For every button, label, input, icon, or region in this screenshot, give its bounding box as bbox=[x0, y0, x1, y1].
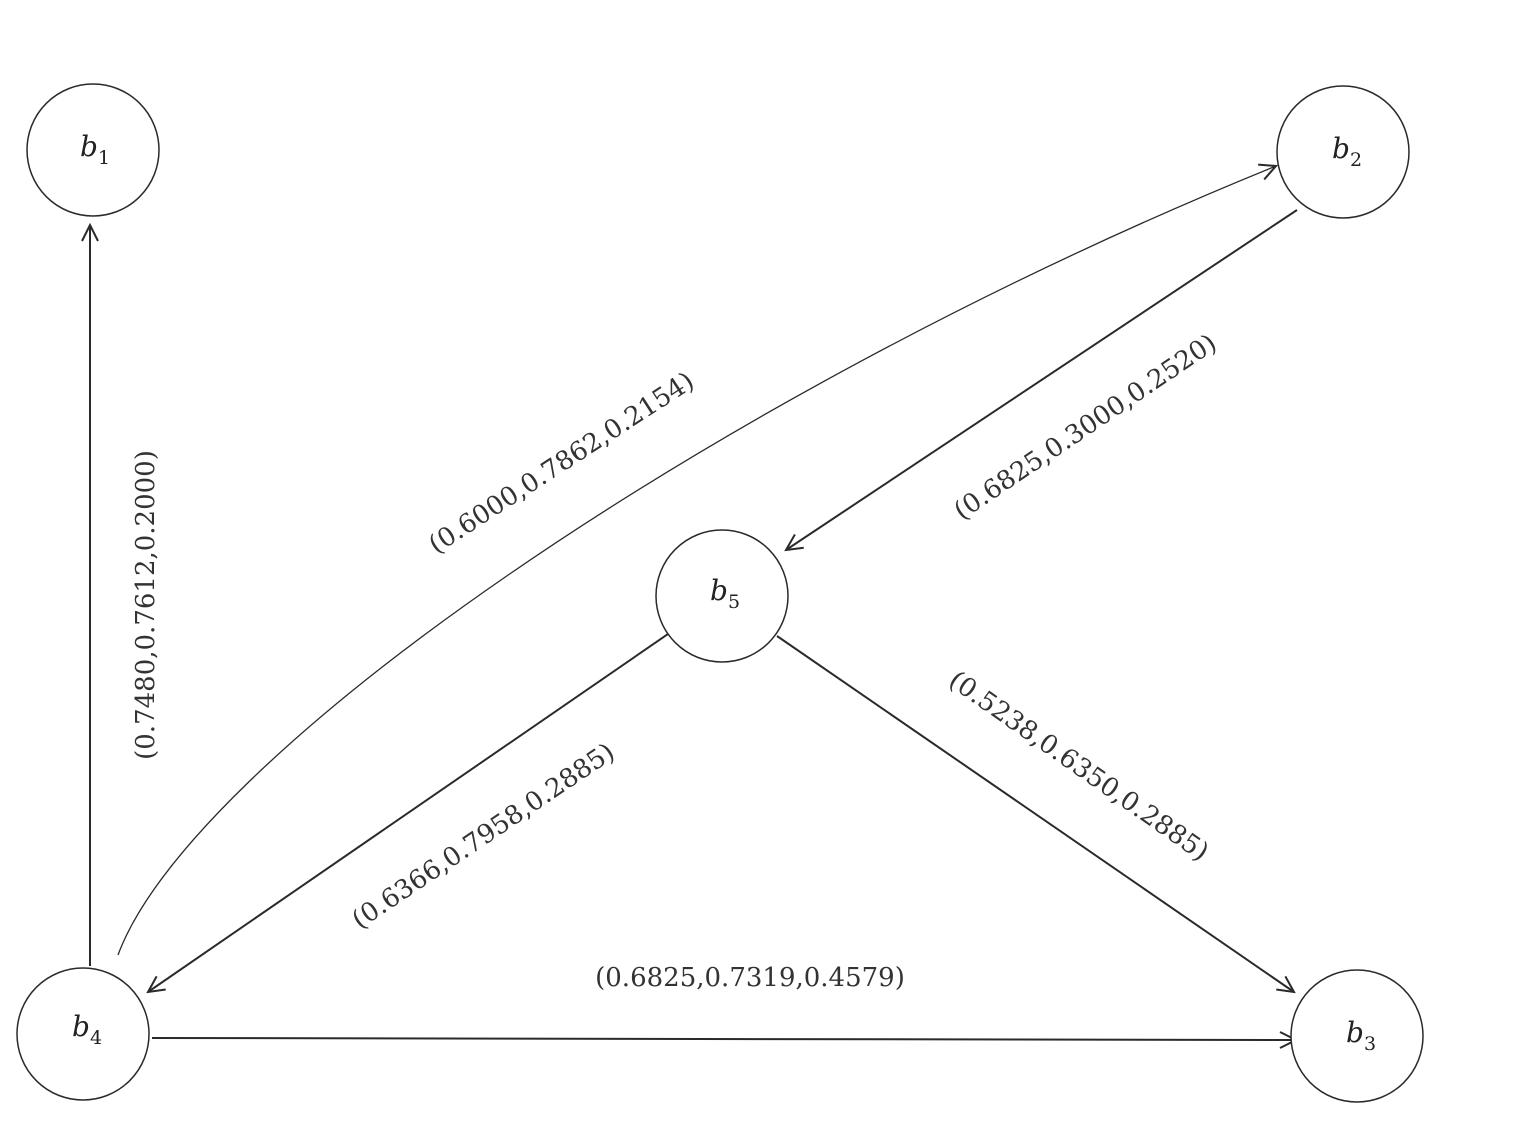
node-label: b bbox=[80, 130, 98, 163]
svg-text:b2: b2 bbox=[1332, 132, 1362, 171]
edge-b5-b3 bbox=[776, 635, 1294, 992]
edge-b2-b5 bbox=[786, 209, 1298, 550]
node-b5: b5 bbox=[655, 529, 789, 663]
svg-text:b5: b5 bbox=[710, 574, 740, 613]
node-b3: b3 bbox=[1290, 969, 1424, 1103]
node-label: b bbox=[1346, 1016, 1364, 1049]
edge-b4-b3 bbox=[151, 1038, 1296, 1040]
node-label: b bbox=[1332, 132, 1350, 165]
node-subscript: 2 bbox=[1350, 149, 1362, 171]
edge-b4-b2 bbox=[117, 166, 1276, 956]
node-b1: b1 bbox=[26, 83, 160, 217]
node-subscript: 5 bbox=[728, 591, 740, 613]
edge-label-b4-b3: (0.6825,0.7319,0.4579) bbox=[595, 963, 905, 993]
node-b4: b4 bbox=[16, 967, 150, 1101]
node-label: b bbox=[72, 1010, 90, 1043]
svg-text:b1: b1 bbox=[80, 130, 110, 169]
node-b2: b2 bbox=[1276, 85, 1410, 219]
edge-label-b5-b4: (0.6366,0.7958,0.2885) bbox=[347, 737, 621, 935]
edge-label-b4-b2: (0.6000,0.7862,0.2154) bbox=[424, 366, 700, 560]
edge-label-b2-b5: (0.6825,0.3000,0.2520) bbox=[949, 328, 1223, 526]
node-label: b bbox=[710, 574, 728, 607]
node-subscript: 1 bbox=[98, 147, 110, 169]
edge-label-b5-b3: (0.5238,0.6350,0.2885) bbox=[943, 665, 1214, 867]
node-subscript: 3 bbox=[1364, 1033, 1376, 1055]
edge-b5-b4 bbox=[148, 633, 669, 992]
svg-text:b3: b3 bbox=[1346, 1016, 1376, 1055]
edge-label-b4-b1: (0.7480,0.7612,0.2000) bbox=[131, 450, 161, 760]
node-subscript: 4 bbox=[90, 1027, 102, 1049]
svg-text:b4: b4 bbox=[72, 1010, 102, 1049]
